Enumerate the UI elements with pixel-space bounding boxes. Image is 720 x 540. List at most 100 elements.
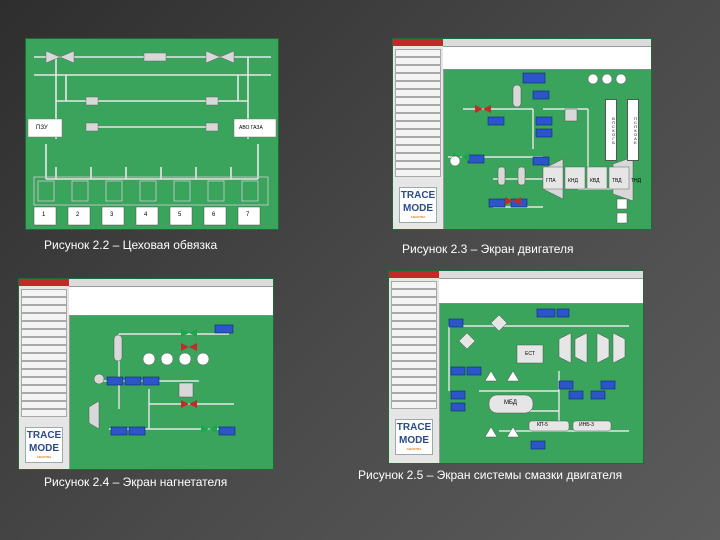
sidebar-button[interactable] bbox=[391, 369, 437, 377]
sidebar-button[interactable] bbox=[395, 161, 441, 169]
sidebar-button[interactable] bbox=[21, 393, 67, 401]
value-display bbox=[110, 426, 128, 436]
sidebar-button[interactable] bbox=[395, 97, 441, 105]
pipe-element bbox=[143, 52, 167, 62]
sidebar-button[interactable] bbox=[395, 65, 441, 73]
pump-icon bbox=[506, 370, 520, 382]
pzu-box bbox=[27, 118, 63, 138]
sidebar-button[interactable] bbox=[395, 121, 441, 129]
panel-blower-screen: TRACE MODE ADASTRA bbox=[18, 278, 274, 470]
value-display bbox=[142, 376, 160, 386]
value-display bbox=[532, 156, 550, 166]
caption-fig-2-3: Рисунок 2.3 – Экран двигателя bbox=[402, 242, 574, 256]
sidebar-button[interactable] bbox=[395, 89, 441, 97]
sidebar-button[interactable] bbox=[395, 113, 441, 121]
sidebar-button[interactable] bbox=[21, 345, 67, 353]
valve-icon bbox=[59, 50, 75, 64]
engine-diagram bbox=[448, 72, 634, 224]
valve-icon bbox=[189, 400, 197, 408]
sidebar-button[interactable] bbox=[21, 305, 67, 313]
unit-number[interactable]: 5 bbox=[178, 212, 182, 218]
value-display bbox=[535, 128, 553, 138]
sidebar-button[interactable] bbox=[395, 145, 441, 153]
unit-number[interactable]: 2 bbox=[76, 212, 80, 218]
valve-icon bbox=[513, 197, 521, 205]
sidebar-button[interactable] bbox=[21, 289, 67, 297]
sidebar-button[interactable] bbox=[395, 137, 441, 145]
sidebar-button[interactable] bbox=[21, 329, 67, 337]
sidebar-button[interactable] bbox=[21, 353, 67, 361]
sidebar-button[interactable] bbox=[21, 337, 67, 345]
unit-number[interactable]: 4 bbox=[144, 212, 148, 218]
sidebar-button[interactable] bbox=[395, 81, 441, 89]
sidebar-button[interactable] bbox=[391, 401, 437, 409]
sidebar-button[interactable] bbox=[391, 385, 437, 393]
status-column: ВПСКОГБ bbox=[605, 99, 617, 161]
value-display bbox=[535, 116, 553, 126]
sidebar-button[interactable] bbox=[21, 369, 67, 377]
avo-label: АВО ГАЗА bbox=[239, 125, 263, 131]
sidebar-button[interactable] bbox=[21, 313, 67, 321]
sidebar-button[interactable] bbox=[391, 297, 437, 305]
sidebar-button[interactable] bbox=[21, 377, 67, 385]
valve-icon bbox=[181, 329, 189, 337]
turbine-icon bbox=[612, 332, 626, 364]
value-display bbox=[466, 366, 482, 376]
sidebar-button[interactable] bbox=[21, 361, 67, 369]
value-display bbox=[488, 198, 506, 208]
sidebar-button[interactable] bbox=[391, 377, 437, 385]
trace-mode-logo: TRACE MODE ADASTRA bbox=[395, 419, 433, 455]
valve-icon bbox=[505, 197, 513, 205]
block-label: ТВД bbox=[612, 178, 622, 184]
valve-icon bbox=[209, 425, 217, 433]
sidebar-title-bar bbox=[19, 279, 69, 286]
sidebar-button[interactable] bbox=[395, 129, 441, 137]
unit-number[interactable]: 3 bbox=[110, 212, 114, 218]
sidebar-button[interactable] bbox=[391, 281, 437, 289]
sidebar-button[interactable] bbox=[391, 305, 437, 313]
sidebar-title-bar bbox=[389, 271, 439, 278]
sidebar-button[interactable] bbox=[395, 73, 441, 81]
filter-icon bbox=[490, 314, 508, 332]
sidebar-button[interactable] bbox=[395, 105, 441, 113]
status-column: ПСПКОАЕ bbox=[627, 99, 639, 161]
sidebar-button[interactable] bbox=[391, 345, 437, 353]
sidebar-button[interactable] bbox=[391, 361, 437, 369]
sidebar-button[interactable] bbox=[395, 57, 441, 65]
sidebar-button[interactable] bbox=[21, 401, 67, 409]
sidebar-button[interactable] bbox=[391, 313, 437, 321]
gauge-icon bbox=[93, 373, 105, 385]
sidebar-button[interactable] bbox=[21, 385, 67, 393]
value-display bbox=[530, 440, 546, 450]
value-display bbox=[568, 390, 584, 400]
valve-icon bbox=[461, 153, 469, 161]
sidebar-button[interactable] bbox=[395, 169, 441, 177]
unit-number[interactable]: 1 bbox=[42, 212, 46, 218]
sidebar-button[interactable] bbox=[391, 353, 437, 361]
value-display bbox=[124, 376, 142, 386]
lube-oil-diagram bbox=[448, 308, 629, 450]
sidebar-button[interactable] bbox=[21, 409, 67, 417]
blower-diagram bbox=[88, 324, 236, 436]
fan-icon bbox=[160, 352, 174, 366]
valve-icon bbox=[205, 50, 221, 64]
unit-number[interactable]: 6 bbox=[212, 212, 216, 218]
compressor-icon bbox=[558, 332, 572, 364]
sidebar-button[interactable] bbox=[21, 297, 67, 305]
sidebar-button[interactable] bbox=[391, 337, 437, 345]
sidebar-button[interactable] bbox=[391, 329, 437, 337]
sidebar-button[interactable] bbox=[395, 49, 441, 57]
log-header-row bbox=[439, 271, 643, 279]
sidebar-button[interactable] bbox=[391, 393, 437, 401]
tank-icon bbox=[497, 166, 506, 186]
kp-block bbox=[528, 420, 570, 432]
sidebar-button[interactable] bbox=[395, 153, 441, 161]
unit-number[interactable]: 7 bbox=[246, 212, 250, 218]
pump-icon bbox=[564, 108, 578, 122]
avo-box bbox=[233, 118, 277, 138]
sidebar-button[interactable] bbox=[391, 289, 437, 297]
sidebar-button[interactable] bbox=[21, 321, 67, 329]
sidebar-button[interactable] bbox=[391, 321, 437, 329]
event-log-window bbox=[69, 279, 273, 316]
block-label: МБД bbox=[504, 400, 517, 406]
